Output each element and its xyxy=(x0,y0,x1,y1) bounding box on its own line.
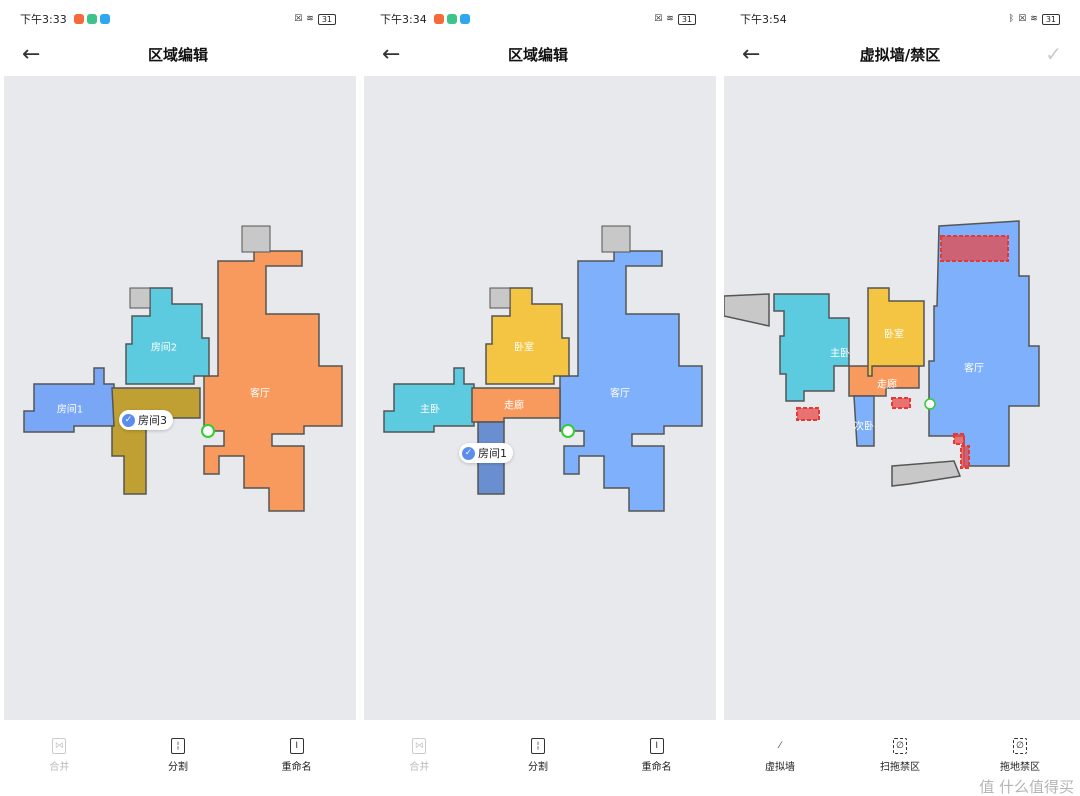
app-notification-icon xyxy=(446,14,457,24)
map-canvas[interactable]: 主卧 卧室 走廊 客厅 次卧 xyxy=(724,76,1080,720)
status-bar: 下午3:34 ☒≋31 xyxy=(380,8,696,30)
page-title: 区域编辑 xyxy=(507,45,568,64)
robot-icon xyxy=(924,398,936,410)
room-label[interactable]: 客厅 xyxy=(250,388,270,400)
merge-button[interactable]: ⋈合并 xyxy=(0,728,119,778)
bluetooth-icon: ᛒ xyxy=(1008,14,1015,24)
split-button[interactable]: ¦分割 xyxy=(119,728,238,778)
room-label[interactable]: 走廊 xyxy=(877,379,897,391)
back-arrow-icon[interactable]: ← xyxy=(22,41,41,67)
app-notification-icon xyxy=(459,14,470,24)
robot-icon xyxy=(561,424,575,438)
sim-icon: ☒ xyxy=(294,14,303,24)
screen-1: 下午3:33 ☒≋31 ← 区域编辑 房间1 房间2 客厅 ✓房间3 ⋈合并 ¦分… xyxy=(0,0,356,796)
selected-room-chip[interactable]: ✓房间1 xyxy=(459,443,513,463)
wifi-icon: ≋ xyxy=(306,14,314,24)
room-bedroom-region xyxy=(867,287,925,377)
floor-map xyxy=(383,225,703,512)
app-notification-icon xyxy=(86,14,97,24)
room-label[interactable]: 客厅 xyxy=(610,388,630,400)
room-living-region xyxy=(928,220,1040,467)
wifi-icon: ≋ xyxy=(666,14,674,24)
room-kitchen-region xyxy=(203,250,343,512)
robot-icon xyxy=(201,424,215,438)
wifi-icon: ≋ xyxy=(1030,14,1038,24)
map-canvas[interactable]: 主卧 卧室 走廊 客厅 ✓房间1 xyxy=(364,76,716,720)
virtual-wall-icon: ⁄ xyxy=(779,741,781,751)
confirm-check-icon[interactable]: ✓ xyxy=(1045,42,1062,66)
app-notification-icon xyxy=(73,14,84,24)
room-master-bedroom-region xyxy=(773,293,850,402)
back-arrow-icon[interactable]: ← xyxy=(382,41,401,67)
forbidden-zones xyxy=(796,235,1009,469)
clock: 下午3:33 xyxy=(20,13,67,26)
rename-icon: I xyxy=(649,738,664,754)
room-2-region xyxy=(125,287,210,385)
sim-icon: ☒ xyxy=(654,14,663,24)
merge-icon: ⋈ xyxy=(412,738,427,754)
page-title: 区域编辑 xyxy=(147,45,208,64)
watermark: 值 什么值得买 xyxy=(979,778,1074,796)
forbidden-zone[interactable] xyxy=(796,407,820,421)
app-notification-icon xyxy=(99,14,110,24)
no-sweep-zone-button[interactable]: ∅扫拖禁区 xyxy=(840,728,960,778)
room-3-region xyxy=(111,387,201,495)
no-mop-zone-button[interactable]: ∅拖地禁区 xyxy=(960,728,1080,778)
room-label[interactable]: 主卧 xyxy=(830,348,850,360)
battery-icon: 31 xyxy=(677,13,696,25)
virtual-wall-button[interactable]: ⁄虚拟墙 xyxy=(720,728,840,778)
floor-map xyxy=(724,220,1040,487)
battery-icon: 31 xyxy=(1041,13,1060,25)
status-bar: 下午3:54 ᛒ☒≋31 xyxy=(740,8,1060,30)
split-icon: ¦ xyxy=(531,738,545,754)
forbidden-zone[interactable] xyxy=(953,433,965,445)
status-bar: 下午3:33 ☒≋31 xyxy=(20,8,336,30)
room-corridor-region xyxy=(471,387,561,423)
split-button[interactable]: ¦分割 xyxy=(479,728,598,778)
check-icon: ✓ xyxy=(462,446,475,460)
no-sweep-zone-icon: ∅ xyxy=(893,738,907,754)
room-label[interactable]: 主卧 xyxy=(420,404,440,416)
page-title: 虚拟墙/禁区 xyxy=(859,45,941,64)
rename-icon: I xyxy=(289,738,304,754)
room-bedroom-region xyxy=(485,287,570,385)
map-canvas[interactable]: 房间1 房间2 客厅 ✓房间3 xyxy=(4,76,356,720)
check-icon: ✓ xyxy=(122,413,135,427)
no-mop-zone-icon: ∅ xyxy=(1013,738,1027,754)
floor-map xyxy=(23,225,343,512)
back-arrow-icon[interactable]: ← xyxy=(742,41,761,67)
selected-room-chip[interactable]: ✓房间3 xyxy=(119,410,173,430)
battery-icon: 31 xyxy=(317,13,336,25)
room-second-bedroom-region xyxy=(853,395,875,447)
clock: 下午3:54 xyxy=(740,13,787,26)
room-label[interactable]: 次卧 xyxy=(854,421,874,433)
room-label[interactable]: 卧室 xyxy=(514,342,534,354)
split-icon: ¦ xyxy=(171,738,185,754)
clock: 下午3:34 xyxy=(380,13,427,26)
forbidden-zone[interactable] xyxy=(940,235,1009,262)
room-living-region xyxy=(559,250,703,512)
merge-icon: ⋈ xyxy=(52,738,67,754)
merge-button[interactable]: ⋈合并 xyxy=(360,728,479,778)
room-label[interactable]: 卧室 xyxy=(884,329,904,341)
room-master-bedroom-region xyxy=(383,367,475,433)
room-label[interactable]: 客厅 xyxy=(964,363,984,375)
room-label[interactable]: 房间1 xyxy=(56,404,84,416)
forbidden-zone[interactable] xyxy=(891,397,911,409)
room-label[interactable]: 走廊 xyxy=(504,400,524,412)
screen-2: 下午3:34 ☒≋31 ← 区域编辑 主卧 卧室 走廊 客厅 ✓房间1 ⋈合并 ¦… xyxy=(360,0,716,796)
forbidden-zone[interactable] xyxy=(960,445,970,469)
app-notification-icon xyxy=(433,14,444,24)
room-label[interactable]: 房间2 xyxy=(150,342,178,354)
screen-3: 下午3:54 ᛒ☒≋31 ← 虚拟墙/禁区 ✓ 主卧 卧室 走廊 客厅 次卧 ⁄虚拟… xyxy=(720,0,1080,796)
sim-icon: ☒ xyxy=(1018,14,1027,24)
bottom-toolbar: ⁄虚拟墙 ∅扫拖禁区 ∅拖地禁区 xyxy=(720,728,1080,778)
